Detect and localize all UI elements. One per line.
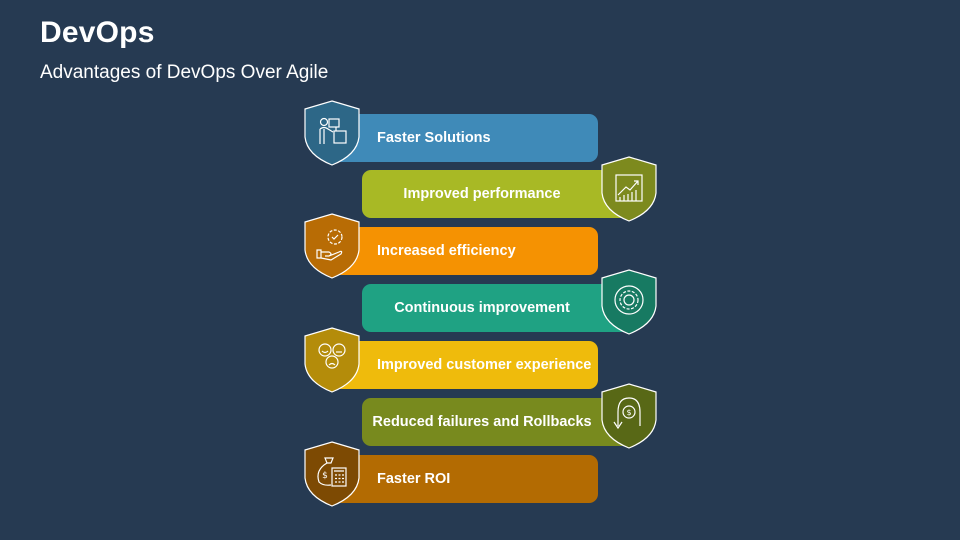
- svg-text:$: $: [322, 471, 328, 481]
- hand-gear-check-icon: [303, 212, 361, 280]
- advantage-label: Improved customer experience: [377, 357, 592, 373]
- dollar-rollback-icon: $: [600, 382, 658, 450]
- advantage-label: Faster ROI: [377, 471, 451, 487]
- advantage-label: Reduced failures and Rollbacks: [372, 414, 592, 430]
- advantage-label: Faster Solutions: [377, 130, 491, 146]
- slide-title: DevOps: [40, 16, 155, 49]
- advantage-bar-improved-customer-experience: Improved customer experience: [320, 341, 598, 389]
- gear-cycle-icon: [600, 268, 658, 336]
- slide-subtitle: Advantages of DevOps Over Agile: [40, 62, 329, 83]
- feedback-faces-icon: [303, 326, 361, 394]
- advantage-label: Continuous improvement: [394, 300, 570, 316]
- advantage-bar-faster-solutions: Faster Solutions: [320, 114, 598, 162]
- advantage-bar-reduced-failures: Reduced failures and Rollbacks: [362, 398, 632, 446]
- advantage-label: Increased efficiency: [377, 243, 516, 259]
- advantage-bar-faster-roi: Faster ROI: [320, 455, 598, 503]
- advantage-bar-increased-efficiency: Increased efficiency: [320, 227, 598, 275]
- svg-text:$: $: [626, 408, 631, 417]
- money-bag-calculator-icon: $: [303, 440, 361, 508]
- person-puzzle-icon: [303, 99, 361, 167]
- advantage-label: Improved performance: [403, 186, 561, 202]
- advantage-bar-improved-performance: Improved performance: [362, 170, 632, 218]
- advantage-bar-continuous-improvement: Continuous improvement: [362, 284, 632, 332]
- growth-chart-icon: [600, 155, 658, 223]
